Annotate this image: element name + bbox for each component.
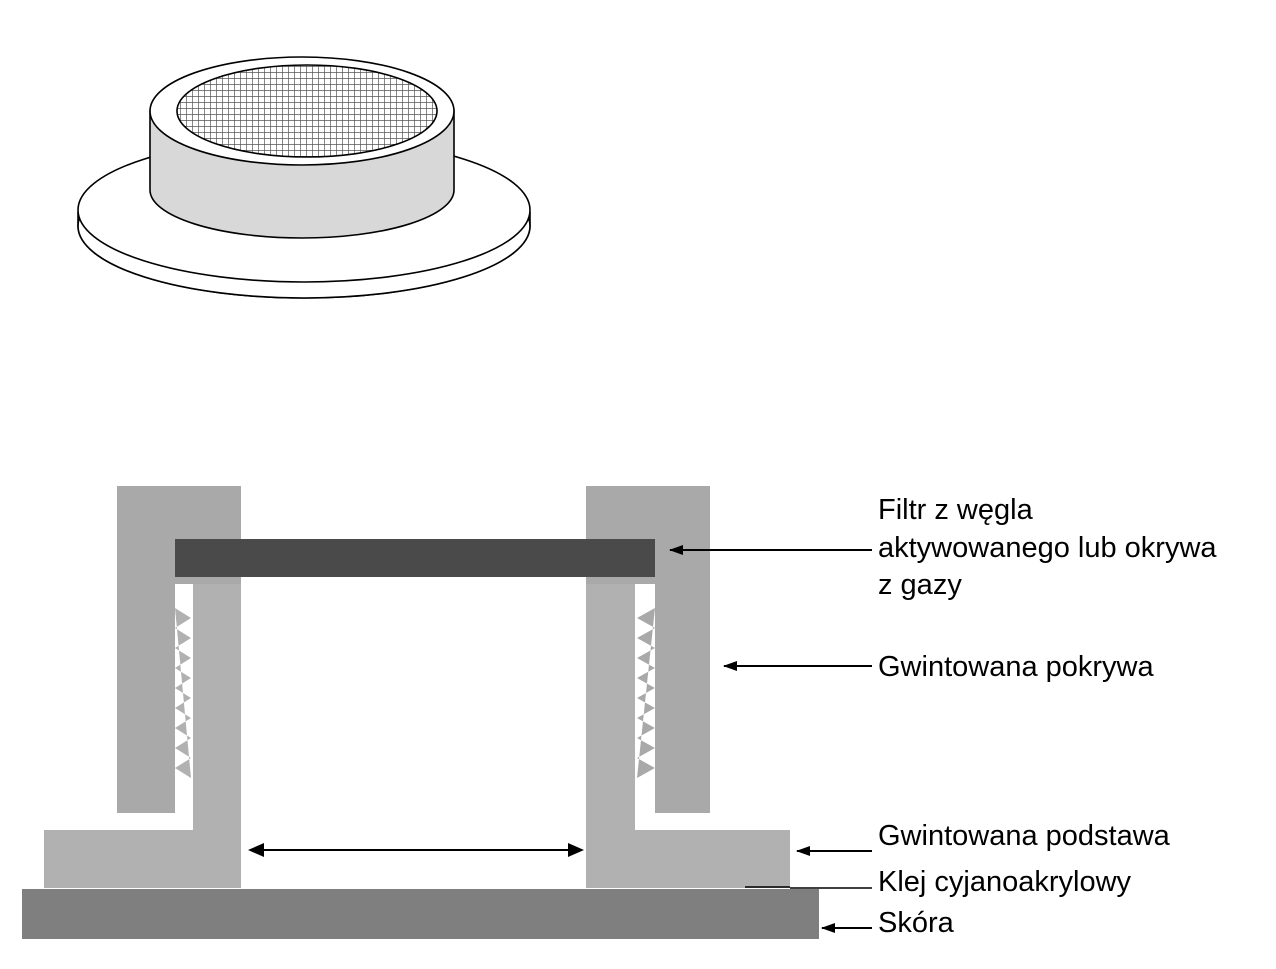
filter-bar (175, 539, 655, 577)
label-arrows (669, 545, 872, 933)
threaded-base-left (44, 584, 241, 888)
labels: Filtr z węgla aktywowanego lub okrywa z … (878, 494, 1217, 939)
skin-layer (22, 889, 819, 939)
diameter-arrow-head-right (568, 843, 584, 857)
threaded-base-right (586, 584, 790, 888)
label-filter-line1: Filtr z węgla (878, 494, 1034, 526)
label-filter-line3: z gazy (878, 569, 962, 601)
label-filter-line2: aktywowanego lub okrywa (878, 532, 1217, 564)
label-glue: Klej cyjanoakrylowy (878, 866, 1132, 898)
diameter-arrow-head-left (248, 843, 264, 857)
mesh-filter (176, 64, 438, 158)
chamber-perspective-illustration (77, 56, 531, 299)
label-threaded-cap: Gwintowana pokrywa (878, 651, 1154, 683)
label-skin: Skóra (878, 907, 955, 939)
thread-zigzag-right (637, 608, 655, 778)
cross-section (22, 486, 819, 939)
thread-zigzag-left (175, 608, 191, 778)
label-threaded-base: Gwintowana podstawa (878, 820, 1171, 852)
